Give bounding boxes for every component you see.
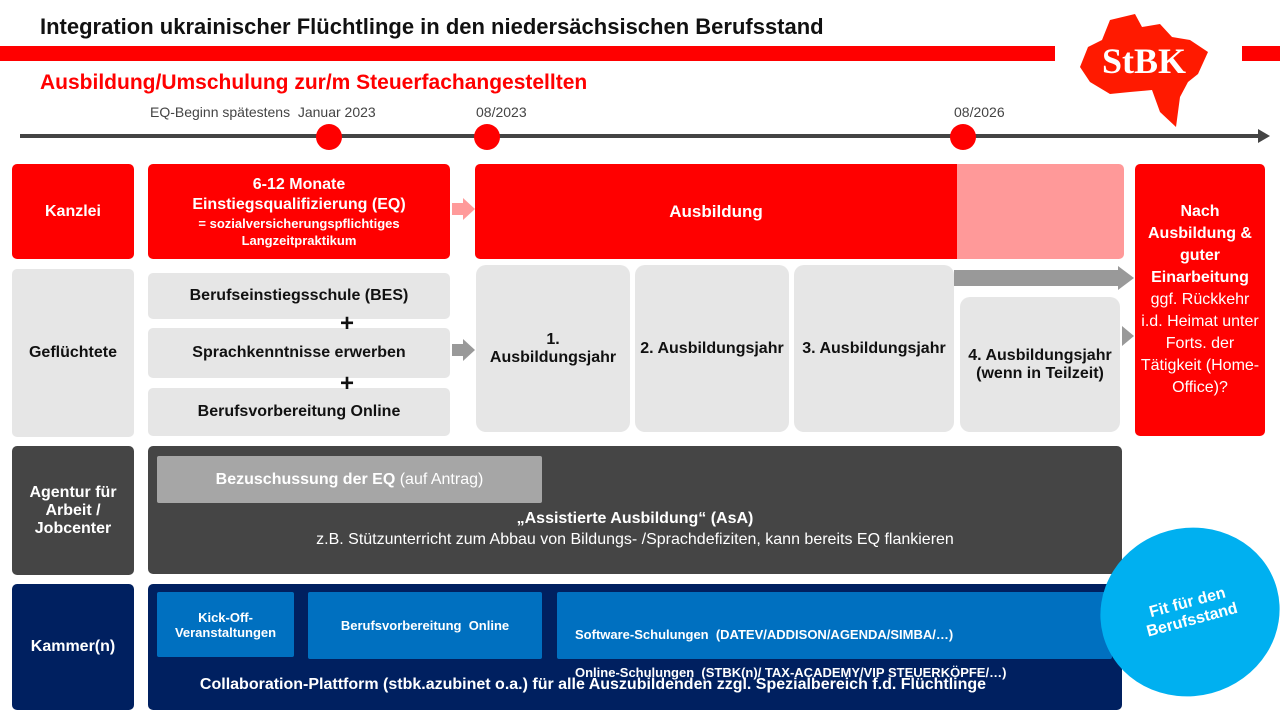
timeline-marker <box>474 124 500 150</box>
title-bar <box>0 46 1055 61</box>
ausbildungsjahr-3: 3. Ausbildungsjahr <box>794 265 954 432</box>
arrow-icon <box>954 270 1120 286</box>
timeline-label: 08/2023 <box>476 104 527 120</box>
arrow-icon <box>1122 326 1134 346</box>
arrow-icon <box>452 344 464 356</box>
kickoff-box: Kick-Off-Veranstaltungen <box>157 592 294 657</box>
arrow-icon <box>452 203 464 215</box>
bes-box: Berufseinstiegsschule (BES) <box>148 273 450 319</box>
berufsvorbereitung-box: Berufsvorbereitung Online <box>148 388 450 436</box>
stbk-logo: StBK <box>1080 12 1210 127</box>
arrow-icon <box>463 198 475 220</box>
row-label-agentur: Agentur für Arbeit / Jobcenter <box>12 446 134 575</box>
sprache-box: Sprachkenntnisse erwerben <box>148 328 450 378</box>
plus-icon: + <box>340 310 355 337</box>
platform-text: Collaboration-Plattform (stbk.azubinet o… <box>199 676 987 693</box>
timeline-arrow-icon <box>1258 129 1270 143</box>
bezuschussung-box: Bezuschussung der EQ (auf Antrag) <box>157 456 542 503</box>
timeline-marker <box>950 124 976 150</box>
ausbildungsjahr-4: 4. Ausbildungsjahr (wenn in Teilzeit) <box>960 297 1120 432</box>
asa-title: „Assistierte Ausbildung“ (AsA) <box>516 510 754 527</box>
page-title: Integration ukrainischer Flüchtlinge in … <box>40 14 824 39</box>
asa-text: z.B. Stützunterricht zum Abbau von Bildu… <box>316 531 954 548</box>
timeline-line <box>20 134 1260 138</box>
ausbildungsjahr-1: 1. Ausbildungsjahr <box>476 265 630 432</box>
arrow-icon <box>1118 266 1134 290</box>
timeline-marker <box>316 124 342 150</box>
ausbildung-box: Ausbildung <box>475 164 957 259</box>
plus-icon: + <box>340 370 355 397</box>
timeline-label: 08/2026 <box>954 104 1005 120</box>
row-label-gefluechtete: Geflüchtete <box>12 269 134 437</box>
schulungen-box: Software-Schulungen (DATEV/ADDISON/AGEND… <box>557 592 1112 680</box>
ausbildungsjahr-2: 2. Ausbildungsjahr <box>635 265 789 432</box>
arrow-icon <box>463 339 475 361</box>
nach-ausbildung-box: Nach Ausbildung & guter Einarbeitung ggf… <box>1135 164 1265 436</box>
row-label-kanzlei: Kanzlei <box>12 164 134 259</box>
eq-box: 6-12 Monate Einstiegsqualifizierung (EQ)… <box>148 164 450 259</box>
timeline-label: EQ-Beginn spätestens Januar 2023 <box>150 104 376 120</box>
berufsvorbereitung-online-box: Berufsvorbereitung Online <box>308 592 542 659</box>
row-label-kammer: Kammer(n) <box>12 584 134 710</box>
title-bar-right <box>1242 46 1280 61</box>
subtitle: Ausbildung/Umschulung zur/m Steuerfachan… <box>40 71 588 94</box>
